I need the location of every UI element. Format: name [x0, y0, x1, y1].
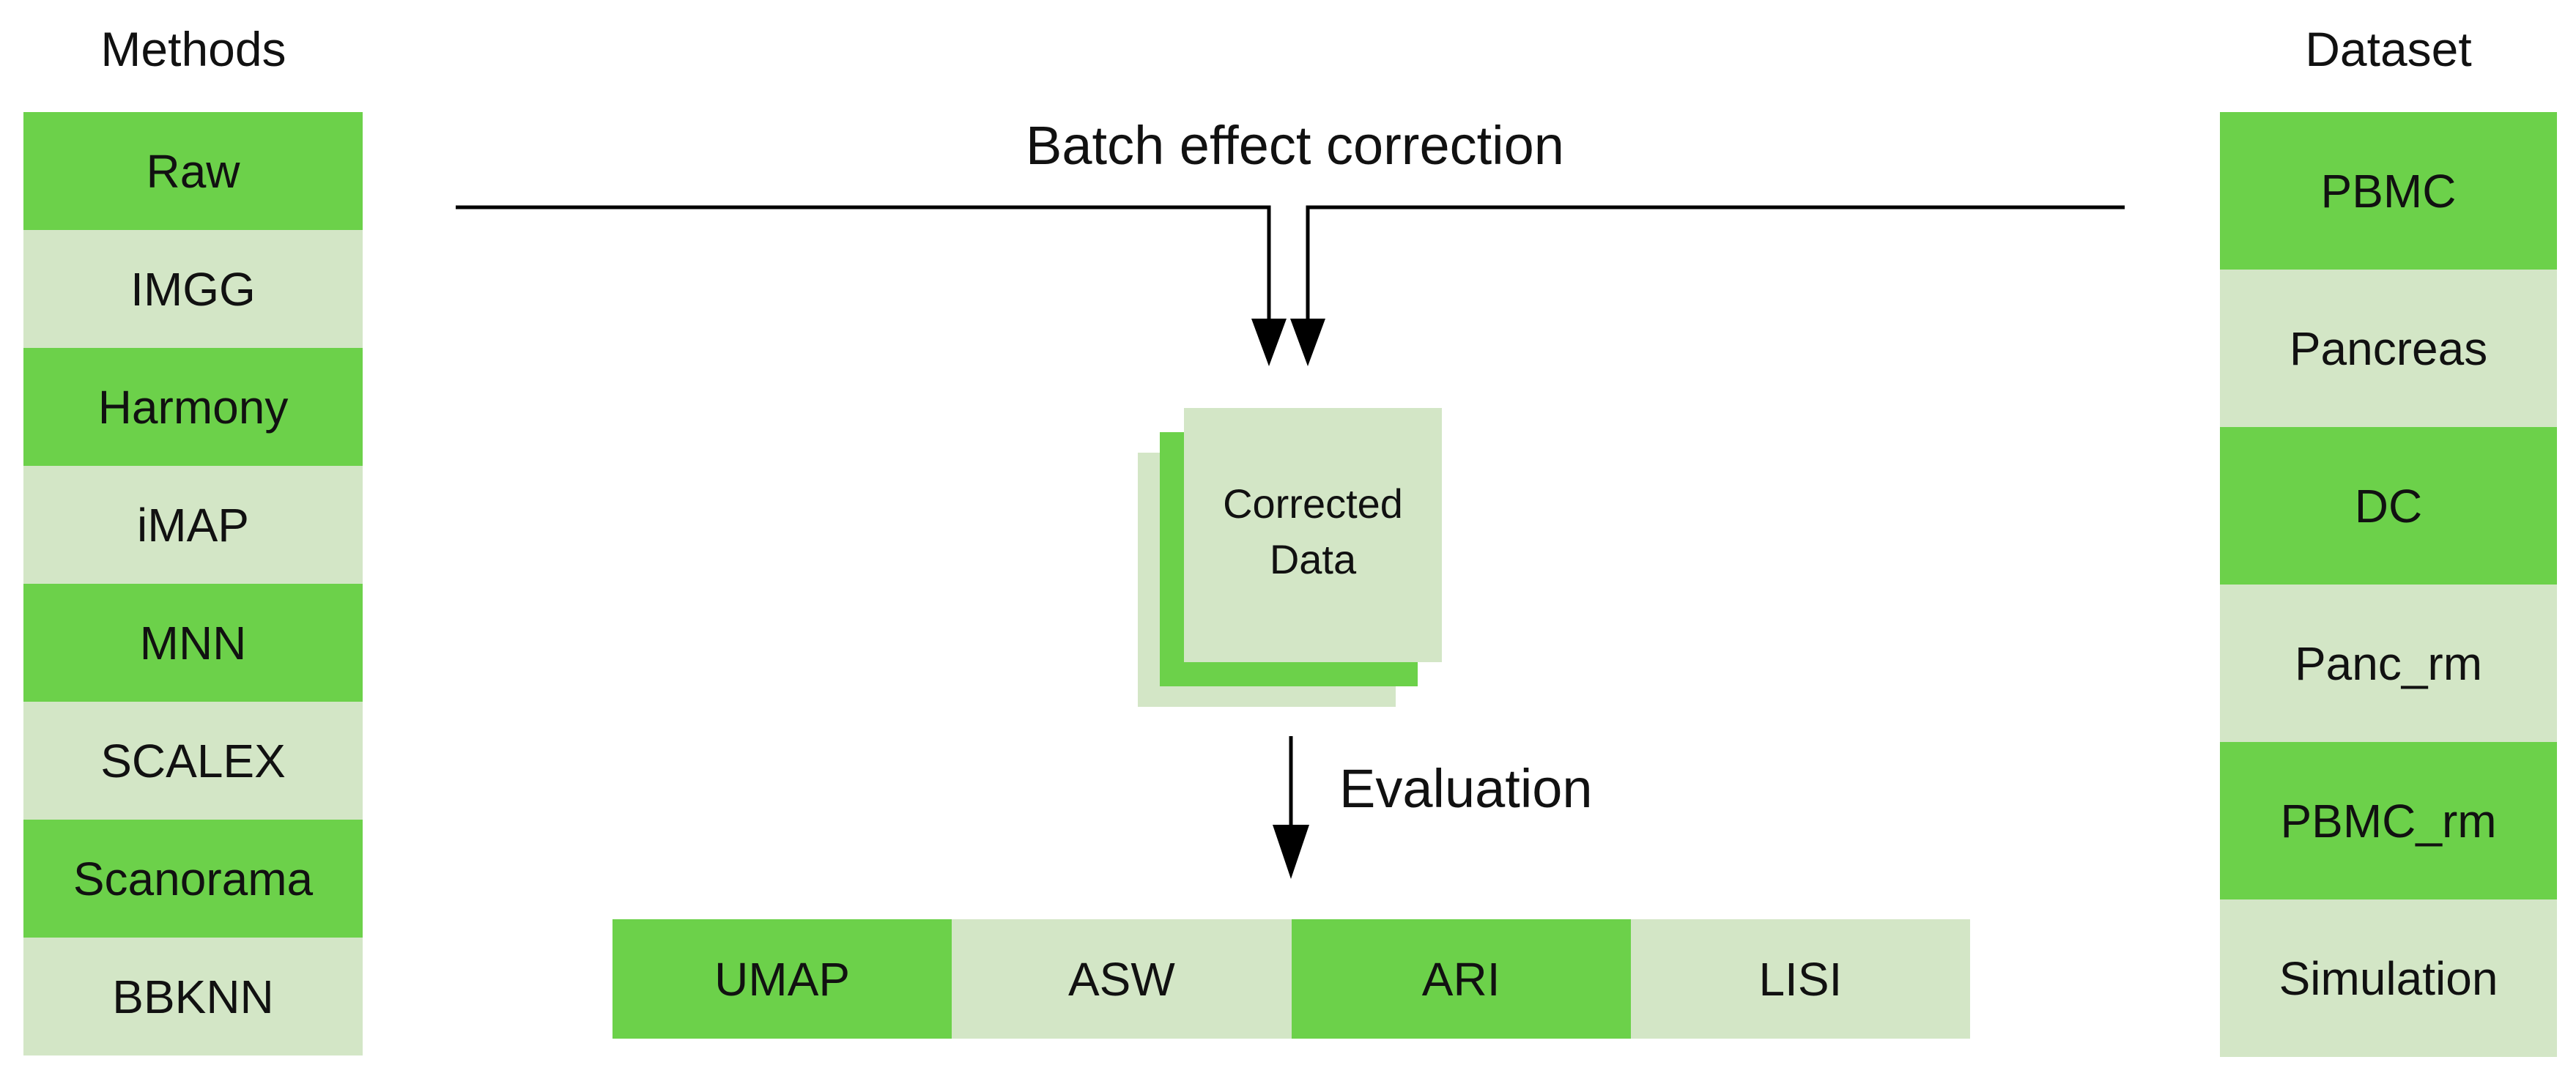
left-connector-line	[456, 205, 1271, 322]
method-cell-mnn: MNN	[23, 584, 363, 702]
dataset-cell-simulation: Simulation	[2220, 899, 2557, 1057]
evaluation-arrowhead	[1273, 825, 1309, 879]
metric-cell-ari: ARI	[1291, 919, 1631, 1039]
method-cell-scanorama: Scanorama	[23, 820, 363, 938]
evaluation-label: Evaluation	[1339, 758, 1593, 819]
dataset-cell-pbmc: PBMC	[2220, 112, 2557, 270]
metric-cell-umap: UMAP	[612, 919, 952, 1039]
right-arrowhead	[1290, 319, 1325, 366]
method-cell-bbknn: BBKNN	[23, 938, 363, 1055]
batch-effect-correction-label: Batch effect correction	[1026, 115, 1564, 176]
left-arrowhead	[1251, 319, 1287, 366]
dataset-title: Dataset	[2305, 22, 2472, 76]
method-cell-harmony: Harmony	[23, 348, 363, 466]
dataset-cell-dc: DC	[2220, 427, 2557, 585]
dataset-cell-pancreas: Pancreas	[2220, 270, 2557, 427]
method-cell-imgg: IMGG	[23, 230, 363, 348]
methods-title: Methods	[100, 22, 286, 76]
corrected-data-label: Corrected Data	[1184, 476, 1442, 587]
method-cell-imap: iMAP	[23, 466, 363, 584]
dataset-cell-pbmc-rm: PBMC_rm	[2220, 742, 2557, 899]
right-connector-line	[1306, 205, 2125, 322]
dataset-cell-panc-rm: Panc_rm	[2220, 585, 2557, 742]
metric-cell-lisi: LISI	[1630, 919, 1970, 1039]
corrected-data-line2: Data	[1269, 535, 1357, 582]
metric-cell-asw: ASW	[952, 919, 1292, 1039]
doc-front-sheet	[1184, 408, 1442, 662]
method-cell-scalex: SCALEX	[23, 702, 363, 820]
corrected-data-line1: Corrected	[1223, 481, 1403, 527]
method-cell-raw: Raw	[23, 112, 363, 230]
